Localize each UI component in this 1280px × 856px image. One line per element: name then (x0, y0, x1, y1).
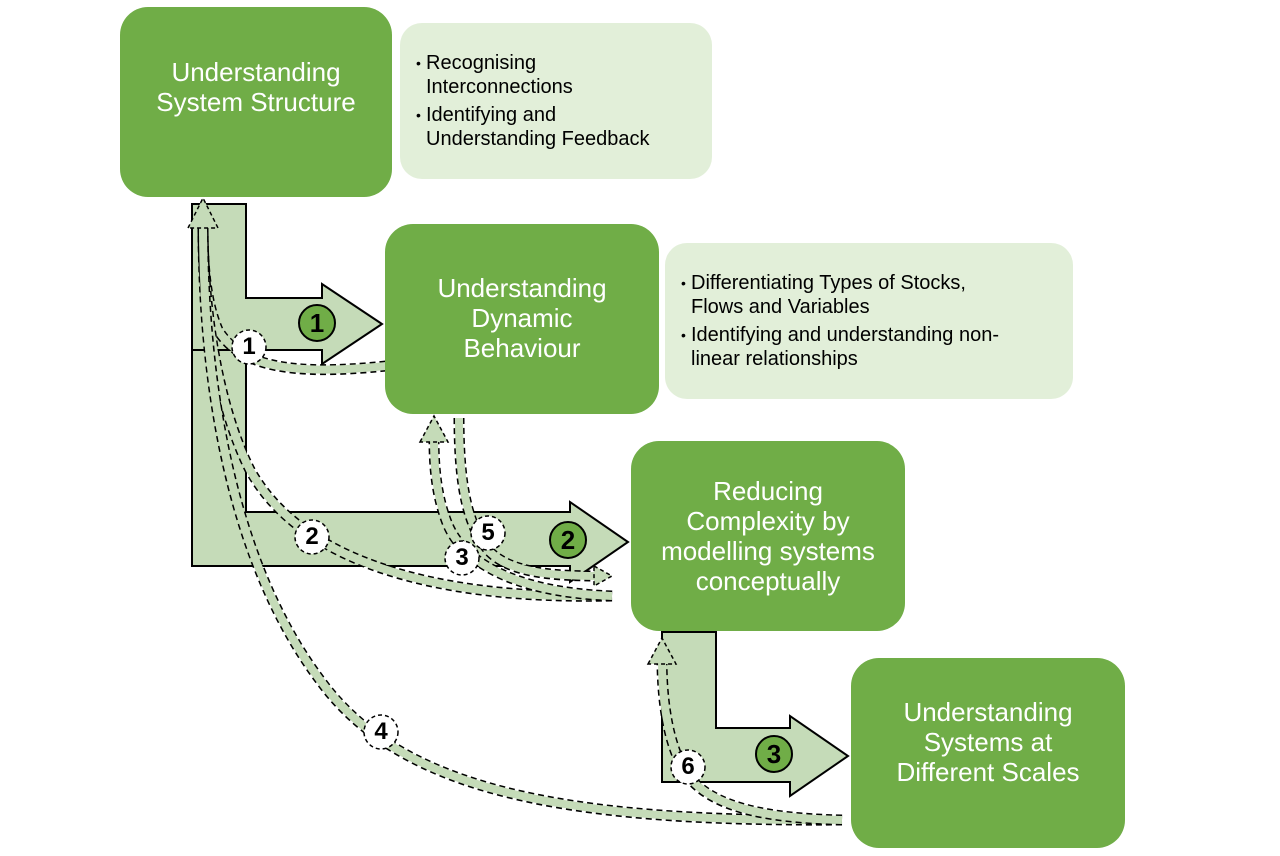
stage-box-scales: Understanding Systems at Different Scale… (851, 658, 1125, 848)
loop-circle-6 (670, 749, 706, 785)
loop-arrowhead-complexity-bottom (646, 636, 678, 665)
step-number-1: 1 (309, 308, 325, 338)
loop-number-1: 1 (242, 333, 256, 360)
stage-box-dynamic: Understanding Dynamic Behaviour (385, 224, 659, 414)
loop-number-2: 2 (305, 523, 319, 550)
note-dynamic-item-2: Identifying and understanding non- linea… (681, 323, 1059, 371)
loop-number-6: 6 (681, 753, 695, 780)
forward-arrow-3 (661, 631, 850, 798)
stage-title-complexity: Reducing Complexity by modelling systems… (661, 476, 875, 596)
step-number-2: 2 (560, 525, 576, 555)
loop-arrowhead-structure (186, 196, 220, 229)
loop-circle-3 (444, 540, 480, 576)
loop-number-4: 4 (374, 718, 388, 745)
stage-title-structure: Understanding System Structure (156, 57, 356, 117)
loop-arrowhead-dynamic (418, 414, 450, 443)
note-structure: Recognising Interconnections Identifying… (400, 23, 712, 179)
stage-title-dynamic: Understanding Dynamic Behaviour (437, 273, 607, 363)
note-dynamic-item-1: Differentiating Types of Stocks, Flows a… (681, 271, 1059, 319)
note-dynamic-list: Differentiating Types of Stocks, Flows a… (681, 271, 1059, 371)
loop-circle-1 (231, 329, 267, 365)
note-structure-item-2: Identifying and Understanding Feedback (416, 103, 698, 151)
stage-box-structure: Understanding System Structure (120, 7, 392, 197)
loop-arrowhead-complexity-side (593, 564, 614, 588)
step-circle-2 (549, 521, 587, 559)
step-number-3: 3 (766, 739, 782, 769)
note-structure-item-1: Recognising Interconnections (416, 51, 698, 99)
loop-circle-5 (470, 515, 506, 551)
loop-number-5: 5 (481, 519, 495, 546)
loop-number-3: 3 (455, 544, 469, 571)
loop-circle-2 (294, 519, 330, 555)
step-circle-1 (298, 304, 336, 342)
stage-title-scales: Understanding Systems at Different Scale… (896, 697, 1080, 787)
stage-box-complexity: Reducing Complexity by modelling systems… (631, 441, 905, 631)
note-structure-list: Recognising Interconnections Identifying… (416, 51, 698, 151)
note-dynamic: Differentiating Types of Stocks, Flows a… (665, 243, 1073, 399)
step-circle-3 (755, 735, 793, 773)
loop-circle-4 (363, 714, 399, 750)
